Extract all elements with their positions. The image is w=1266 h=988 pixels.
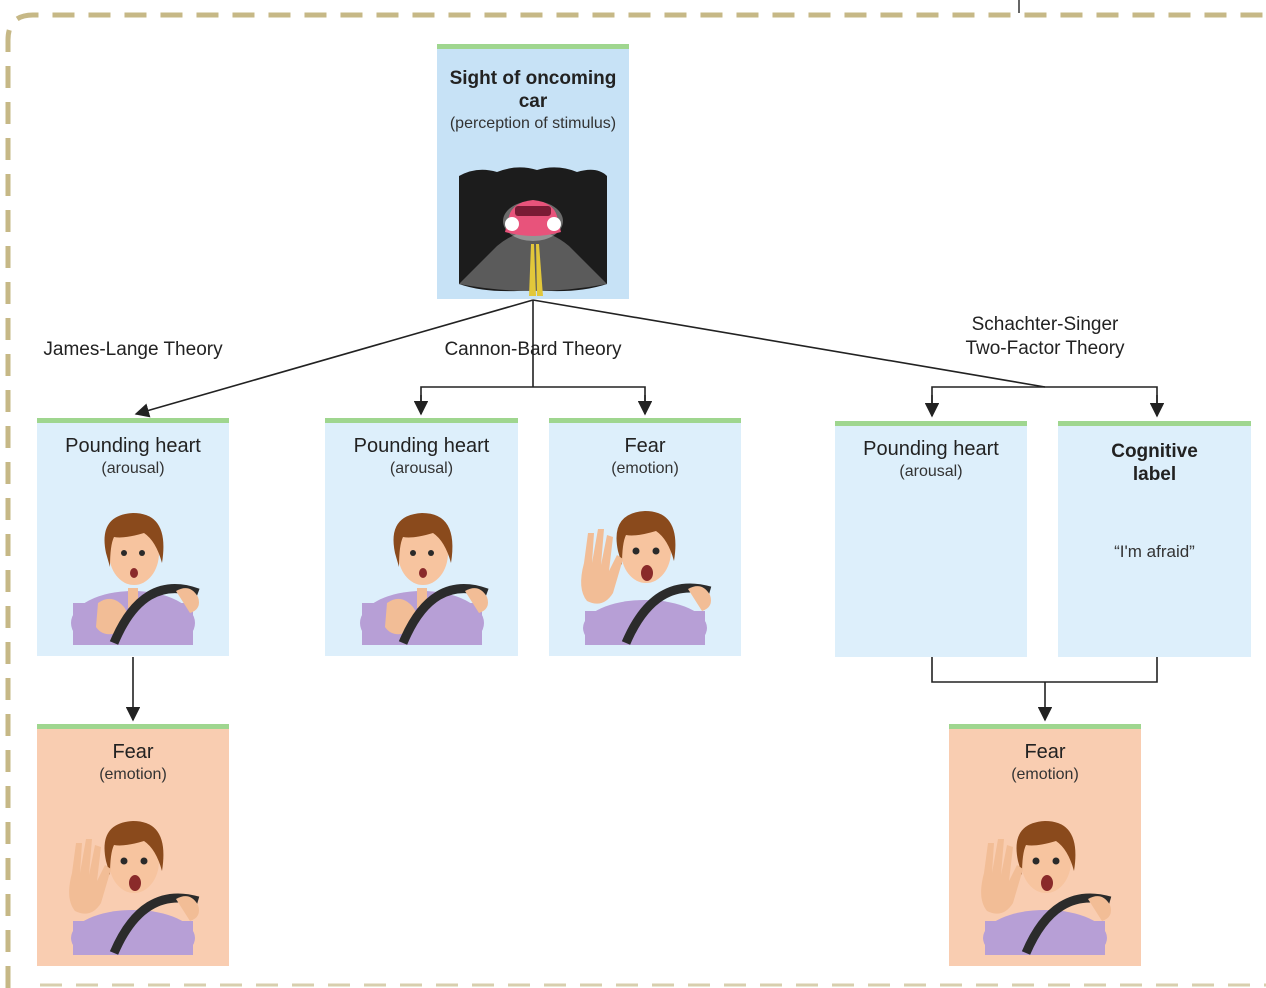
jl-arousal-subtitle: (arousal) xyxy=(101,460,165,477)
cb-arousal-title: Pounding heart xyxy=(353,435,490,457)
ss-cognitive-label-quote: “I'm afraid” xyxy=(1114,542,1195,561)
stimulus-subtitle: (perception of stimulus) xyxy=(449,115,617,132)
jl-fear-box: Fear (emotion) xyxy=(37,724,229,966)
ss-fear-subtitle: (emotion) xyxy=(1011,766,1079,783)
ss-arousal-subtitle: (arousal) xyxy=(899,463,963,480)
schachter-singer-line2: Two-Factor Theory xyxy=(965,338,1125,359)
ss-merge-line xyxy=(931,657,1158,683)
line-to-schachter-singer xyxy=(532,299,1046,388)
ss-fear-box: Fear (emotion) xyxy=(949,724,1141,966)
schachter-singer-line1: Schachter-Singer xyxy=(971,314,1119,335)
cb-arousal-subtitle: (arousal) xyxy=(389,460,454,477)
jl-arousal-box: Pounding heart (arousal) xyxy=(37,418,229,656)
driver-hand-on-chest-icon xyxy=(347,493,497,645)
ss-arousal-title: Pounding heart xyxy=(863,438,999,460)
schachter-singer-label: Schachter-Singer Two-Factor Theory xyxy=(935,313,1155,361)
cannon-bard-branch xyxy=(420,386,646,413)
arrow-to-james-lange xyxy=(134,299,534,418)
jl-fear-title: Fear xyxy=(112,741,154,763)
cb-arousal-box: Pounding heart (arousal) xyxy=(325,418,518,656)
driver-hand-raised-icon xyxy=(58,803,208,955)
james-lange-label: James-Lange Theory xyxy=(43,339,223,360)
driver-hand-raised-icon xyxy=(970,803,1120,955)
cb-fear-title: Fear xyxy=(624,435,666,457)
driver-hand-raised-icon xyxy=(570,493,720,645)
driver-hand-on-chest-icon xyxy=(58,493,208,645)
stimulus-title: Sight of oncoming car xyxy=(449,68,617,112)
cb-fear-box: Fear (emotion) xyxy=(549,418,741,656)
cannon-bard-label: Cannon-Bard Theory xyxy=(444,339,622,360)
cb-fear-subtitle: (emotion) xyxy=(611,460,679,477)
jl-fear-subtitle: (emotion) xyxy=(99,766,167,783)
schachter-singer-branch xyxy=(931,386,1158,412)
car-headlights-icon xyxy=(459,167,607,296)
ss-arousal-box: Pounding heart (arousal) xyxy=(835,421,1027,657)
ss-cognitive-label-title: Cognitive label xyxy=(1111,441,1198,485)
jl-arousal-title: Pounding heart xyxy=(65,435,201,457)
ss-fear-title: Fear xyxy=(1024,741,1066,763)
ss-cognitive-label-box: Cognitive label “I'm afraid” xyxy=(1058,421,1251,657)
stimulus-box: Sight of oncoming car (perception of sti… xyxy=(437,44,629,299)
